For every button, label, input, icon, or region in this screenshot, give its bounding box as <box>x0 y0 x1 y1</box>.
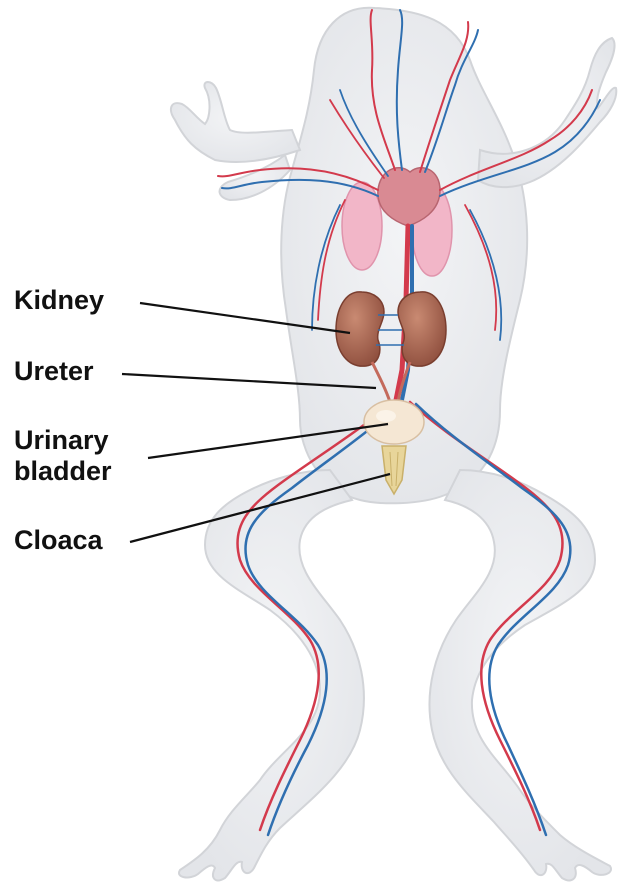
label-urinary-bladder: Urinary bladder <box>14 425 112 487</box>
label-kidney: Kidney <box>14 285 104 316</box>
urinary-bladder <box>364 400 424 444</box>
label-urinary-bladder-line2: bladder <box>14 456 112 487</box>
label-cloaca: Cloaca <box>14 525 103 556</box>
label-urinary-bladder-line1: Urinary <box>14 425 112 456</box>
label-ureter: Ureter <box>14 356 94 387</box>
